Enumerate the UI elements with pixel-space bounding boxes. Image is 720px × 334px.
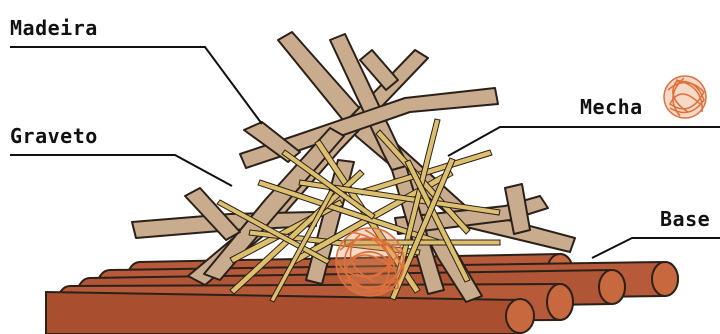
label-base: Base	[660, 207, 710, 231]
tinder-icon	[664, 76, 706, 118]
label-mecha: Mecha	[580, 95, 643, 119]
label-graveto: Graveto	[10, 124, 98, 148]
leader-line-base	[592, 238, 720, 258]
tinder-ball	[336, 228, 404, 296]
label-madeira: Madeira	[10, 16, 98, 40]
log-icon	[46, 292, 534, 334]
leader-line-madeira	[10, 47, 262, 124]
leader-line-graveto	[10, 155, 232, 186]
